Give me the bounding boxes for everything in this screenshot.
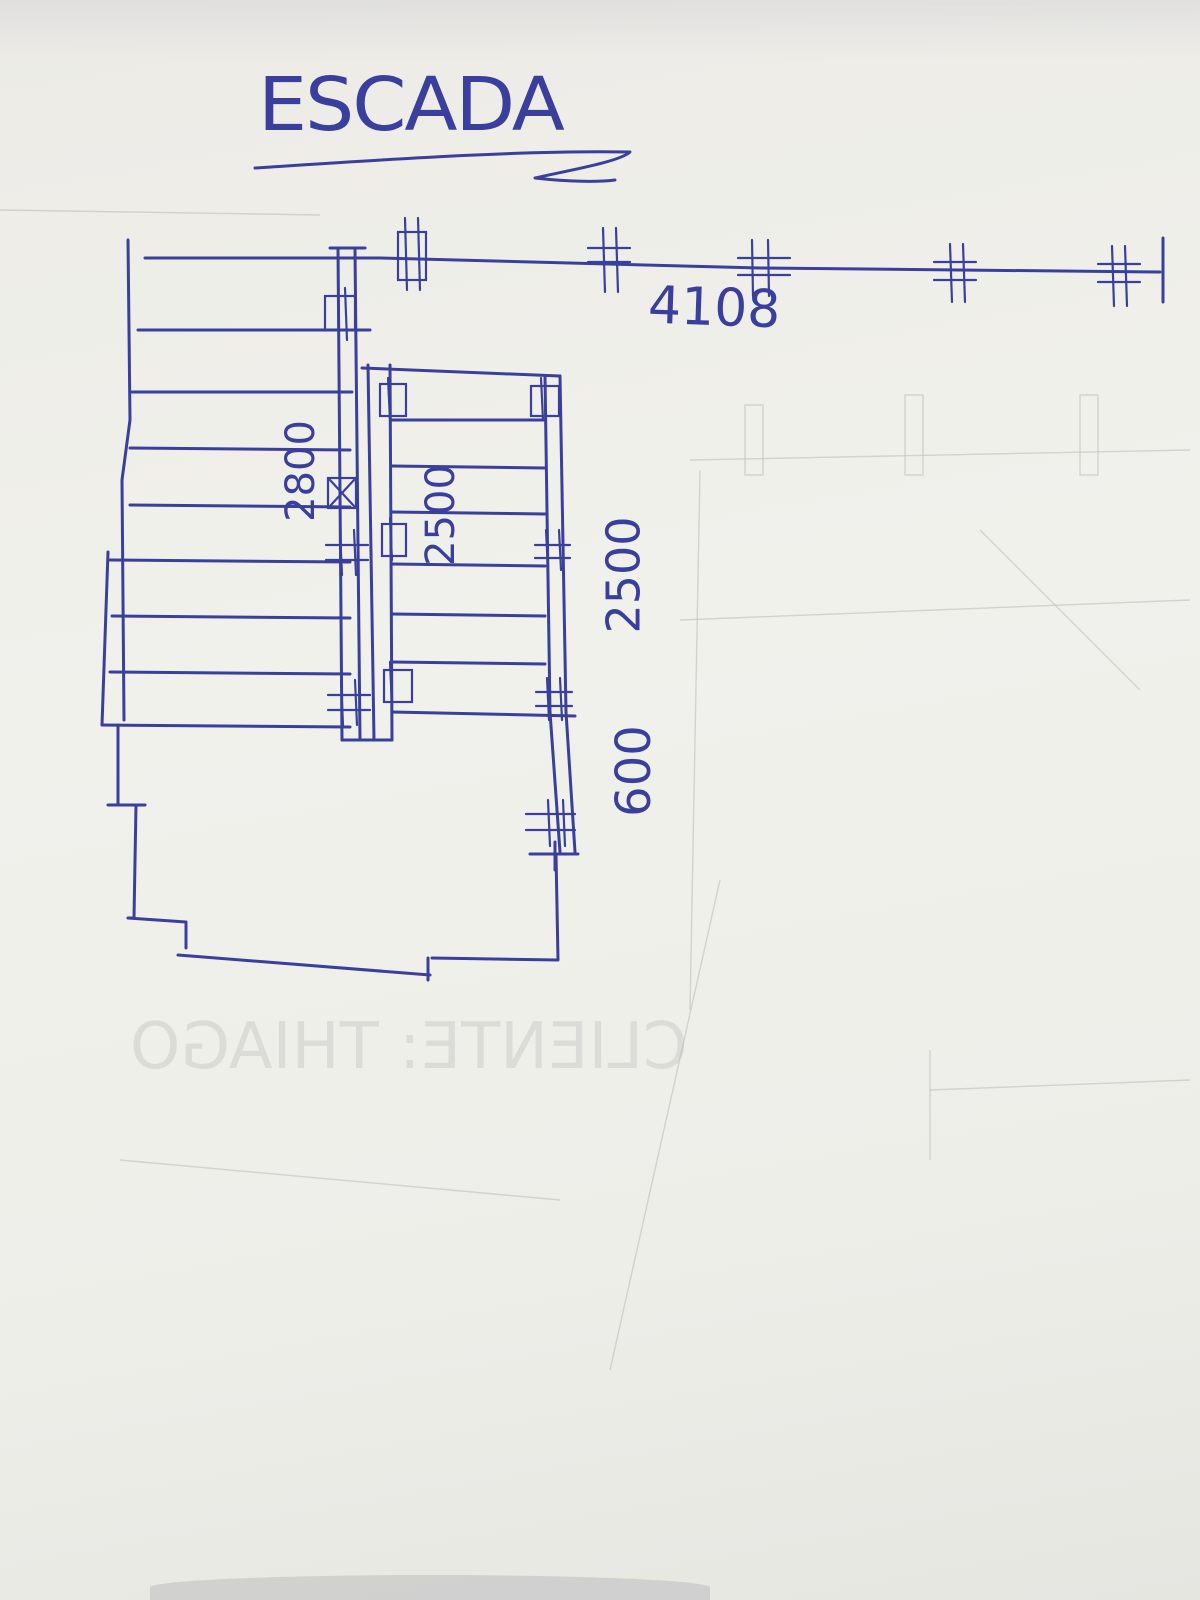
ghost-lines: [0, 209, 1191, 1371]
left-flight-treads: [100, 328, 372, 729]
ghost-line: [929, 1079, 1191, 1091]
top-run-posts: [396, 216, 1142, 308]
post-marker: [378, 376, 408, 422]
right-stringer: [543, 374, 562, 854]
ghost-rect: [1079, 394, 1099, 476]
bottom-outline-base: [176, 953, 432, 977]
post-marker: [323, 286, 357, 342]
tread: [390, 464, 547, 470]
post-marker: [1096, 244, 1142, 308]
drawing-title: ESCADA: [258, 62, 565, 148]
dimension-right-side: 2500: [596, 516, 651, 634]
ghost-rect: [904, 394, 924, 476]
inner-flight-posts: [378, 376, 577, 848]
post-marker: [380, 516, 408, 562]
inner-flight: [360, 366, 577, 718]
post-marker: [932, 242, 978, 304]
post-marker: [533, 528, 572, 572]
post-marker: [396, 216, 428, 292]
inner-stringer: [366, 363, 376, 742]
tread: [100, 723, 352, 729]
left-outer-edge: [120, 238, 132, 722]
ghost-line: [689, 449, 1191, 461]
tread: [108, 670, 352, 676]
ghost-line: [689, 469, 701, 1011]
tread: [390, 562, 547, 568]
dimension-left-flight: 2800: [277, 420, 324, 522]
post-marker: [534, 676, 574, 722]
tread: [128, 503, 352, 509]
title-underline: [253, 150, 632, 183]
post-marker: [326, 678, 372, 727]
bottom-shadow: [150, 1575, 710, 1600]
top-run-line: [143, 256, 1162, 274]
tread: [390, 510, 547, 516]
top-shadow: [0, 0, 1200, 60]
ghost-rect: [744, 404, 764, 476]
right-stringer-outer: [558, 374, 577, 854]
post-marker: [324, 528, 370, 577]
bottom-outline-left: [126, 803, 188, 950]
post-marker: [529, 376, 561, 422]
dimension-top-run: 4108: [646, 275, 782, 341]
central-stringer-right: [353, 248, 362, 742]
tread: [110, 614, 352, 620]
ghost-line: [679, 599, 1191, 621]
tread: [128, 446, 352, 452]
central-posts: [323, 286, 372, 727]
post-marker: [524, 798, 577, 848]
dimension-inner-flight: 2500: [417, 464, 464, 566]
post-marker: [586, 226, 632, 294]
ghost-line: [0, 209, 321, 216]
post-marker: [326, 476, 358, 510]
dimension-landing: 600: [605, 725, 662, 817]
tread: [108, 558, 352, 564]
ghost-line: [609, 879, 721, 1371]
inner-flight-top: [360, 366, 562, 378]
left-lower-edge: [100, 550, 110, 727]
post-marker: [736, 238, 792, 298]
ghost-line: [979, 529, 1141, 691]
post-marker: [382, 660, 414, 708]
tread: [390, 612, 547, 618]
ghost-line: [119, 1159, 561, 1201]
tread: [390, 710, 577, 718]
tread: [390, 660, 547, 666]
bottom-outline-right: [430, 852, 560, 962]
